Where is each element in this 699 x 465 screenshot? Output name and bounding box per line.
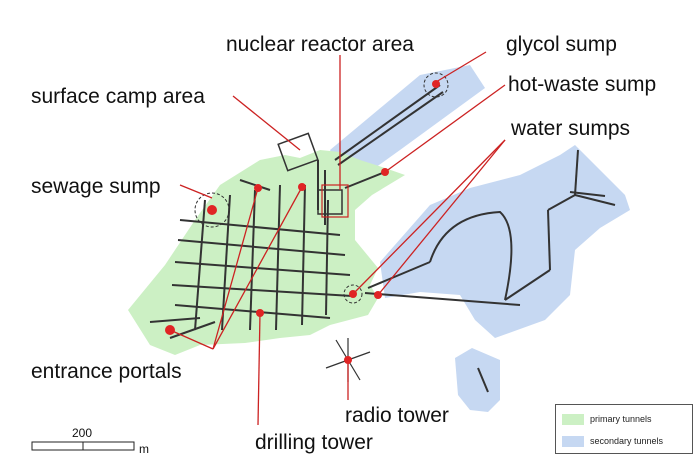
secondary-area-north (330, 65, 485, 180)
legend-label-primary: primary tunnels (590, 414, 652, 424)
surface-camp-structure (277, 132, 319, 172)
tunnel-network (149, 84, 616, 393)
marker-glycol-sump (432, 80, 440, 88)
label-surface-camp-area: surface camp area (31, 85, 205, 108)
reactor-structure (317, 189, 343, 215)
marker-water-sump-2 (374, 291, 382, 299)
label-nuclear-reactor-area: nuclear reactor area (226, 33, 414, 56)
marker-drilling-tower (256, 309, 264, 317)
label-water-sumps: water sumps (511, 117, 631, 140)
legend-row-secondary: secondary tunnels (562, 434, 663, 448)
marker-radio-tower (344, 356, 352, 364)
label-radio-tower: radio tower (345, 404, 449, 427)
marker-hot-waste-sump (381, 168, 389, 176)
reactor-outline (321, 184, 349, 218)
label-entrance-portals: entrance portals (31, 360, 182, 383)
marker-sewage-sump (207, 205, 217, 215)
secondary-area-southeast (455, 348, 500, 412)
label-drilling-tower: drilling tower (255, 431, 373, 454)
glycol-sump-circle (423, 72, 449, 98)
leader-lines (169, 51, 506, 426)
legend-swatch-secondary (562, 435, 584, 447)
marker-portal-1 (254, 184, 262, 192)
sewage-sump-circle (194, 192, 230, 228)
secondary-area-east (380, 145, 630, 338)
label-hot-waste-sump: hot-waste sump (508, 73, 657, 96)
scale-value: 200 (72, 426, 93, 440)
marker-portal-3 (165, 325, 175, 335)
water-sump-circle (343, 284, 363, 304)
marker-water-sump-1 (349, 290, 357, 298)
legend-swatch-primary (562, 413, 584, 425)
legend-label-secondary: secondary tunnels (590, 436, 664, 446)
scale-unit: m (139, 442, 149, 456)
legend: primary tunnels secondary tunnels (555, 404, 693, 454)
scale-bar (31, 441, 135, 451)
legend-row-primary: primary tunnels (562, 412, 652, 426)
label-glycol-sump: glycol sump (506, 33, 617, 56)
markers (165, 80, 440, 364)
label-sewage-sump: sewage sump (31, 175, 161, 198)
marker-portal-2 (298, 183, 306, 191)
